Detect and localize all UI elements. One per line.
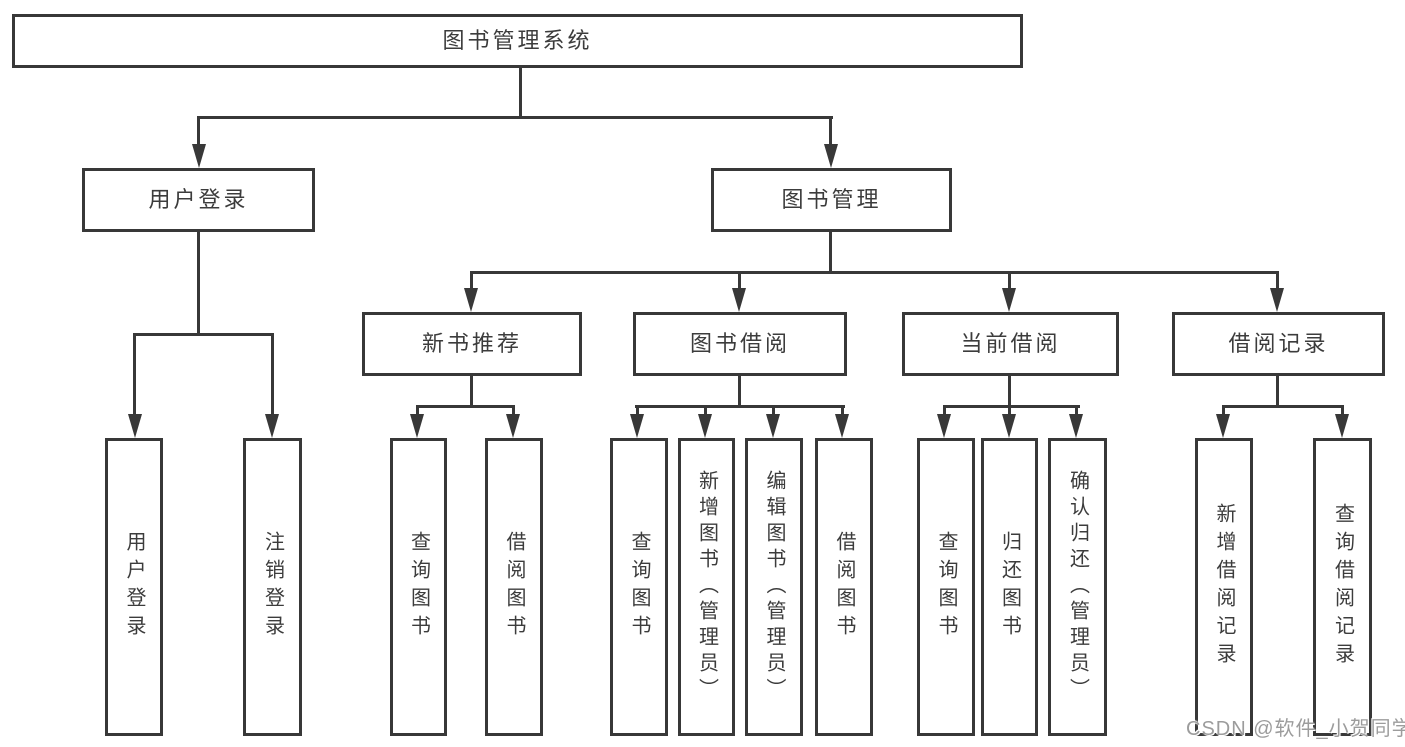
connector-vline [519,68,522,118]
leaf-edit-books-admin-label: 编辑图书（管理员） [763,470,785,704]
leaf-logout-label: 注销登录 [261,531,284,643]
leaf-borrow-books-label: 借阅图书 [833,531,855,643]
connector-vline [943,405,946,417]
connector-vline [1341,405,1344,417]
arrow-down-icon [732,288,746,312]
connector-vline [1008,405,1011,417]
leaf-edit-books-admin: 编辑图书（管理员） [745,438,803,736]
connector-vline [829,116,832,148]
connector-hline [1222,405,1344,408]
arrow-down-icon [1069,414,1083,438]
arrow-down-icon [1002,288,1016,312]
leaf-query-borrow-record: 查询借阅记录 [1313,438,1372,736]
arrow-down-icon [698,414,712,438]
node-user-login-label: 用户登录 [148,187,249,212]
leaf-add-books-admin: 新增图书（管理员） [678,438,735,736]
node-borrow-record: 借阅记录 [1172,312,1385,376]
leaf-borrow-books-recommend: 借阅图书 [485,438,543,736]
leaf-logout: 注销登录 [243,438,302,736]
leaf-add-borrow-record: 新增借阅记录 [1195,438,1253,736]
connector-vline [416,405,419,417]
node-current-borrow-label: 当前借阅 [960,331,1061,356]
connector-vline [1276,271,1279,291]
arrow-down-icon [1216,414,1230,438]
connector-vline [1222,405,1225,417]
connector-vline [197,232,200,335]
connector-hline [943,405,1080,408]
node-root: 图书管理系统 [12,14,1023,68]
watermark: CSDN @软件_小贺同学 [1186,718,1405,740]
leaf-return-books: 归还图书 [981,438,1038,736]
connector-hline [133,333,274,336]
connector-vline [829,232,832,273]
connector-vline [1075,405,1078,417]
node-book-management-label: 图书管理 [781,187,882,212]
connector-hline [635,405,845,408]
arrow-down-icon [630,414,644,438]
leaf-query-books-recommend-label: 查询图书 [407,531,430,643]
leaf-query-books-borrow-label: 查询图书 [628,531,650,643]
connector-hline [197,116,833,119]
arrow-down-icon [1270,288,1284,312]
connector-vline [470,376,473,407]
connector-hline [470,271,1279,274]
connector-vline [197,116,200,148]
node-root-label: 图书管理系统 [442,28,593,53]
node-book-borrow: 图书借阅 [633,312,847,376]
node-new-book-recommend: 新书推荐 [362,312,582,376]
connector-vline [512,405,515,417]
connector-vline [1276,376,1279,407]
connector-vline [1008,271,1011,291]
arrow-down-icon [464,288,478,312]
connector-vline [738,271,741,291]
node-borrow-record-label: 借阅记录 [1228,331,1329,356]
connector-vline [133,333,136,416]
connector-vline [636,405,639,417]
leaf-query-books-borrow: 查询图书 [610,438,668,736]
arrow-down-icon [410,414,424,438]
connector-vline [772,405,775,417]
leaf-add-borrow-record-label: 新增借阅记录 [1213,503,1235,671]
leaf-borrow-books-recommend-label: 借阅图书 [503,531,525,643]
connector-vline [704,405,707,417]
connector-vline [271,333,274,416]
arrow-down-icon [766,414,780,438]
arrow-down-icon [192,144,206,168]
leaf-query-books-current-label: 查询图书 [935,531,957,643]
node-book-borrow-label: 图书借阅 [689,331,790,356]
connector-vline [1008,376,1011,407]
leaf-query-borrow-record-label: 查询借阅记录 [1331,503,1354,671]
leaf-return-books-label: 归还图书 [998,531,1021,643]
connector-vline [470,271,473,291]
arrow-down-icon [1002,414,1016,438]
leaf-user-login-label: 用户登录 [123,531,145,643]
arrow-down-icon [937,414,951,438]
arrow-down-icon [1335,414,1349,438]
node-new-book-recommend-label: 新书推荐 [421,331,522,356]
leaf-confirm-return-admin: 确认归还（管理员） [1048,438,1107,736]
connector-hline [416,405,515,408]
node-book-management: 图书管理 [711,168,952,232]
arrow-down-icon [824,144,838,168]
arrow-down-icon [265,414,279,438]
leaf-borrow-books: 借阅图书 [815,438,873,736]
leaf-add-books-admin-label: 新增图书（管理员） [695,470,718,704]
arrow-down-icon [128,414,142,438]
connector-vline [738,376,741,407]
connector-vline [841,405,844,417]
leaf-query-books-current: 查询图书 [917,438,975,736]
leaf-user-login: 用户登录 [105,438,163,736]
arrow-down-icon [835,414,849,438]
arrow-down-icon [506,414,520,438]
leaf-confirm-return-admin-label: 确认归还（管理员） [1066,470,1089,704]
leaf-query-books-recommend: 查询图书 [390,438,447,736]
node-current-borrow: 当前借阅 [902,312,1119,376]
node-user-login: 用户登录 [82,168,315,232]
